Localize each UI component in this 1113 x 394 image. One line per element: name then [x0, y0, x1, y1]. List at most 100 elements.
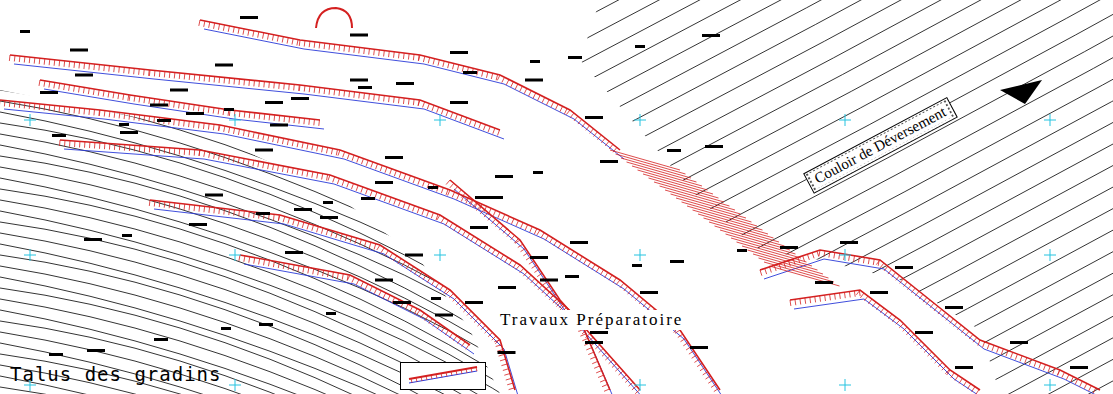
- hatch-tick: [361, 282, 364, 287]
- sample-line: [409, 371, 477, 383]
- hatch-tick: [612, 364, 616, 368]
- hatch-tick: [178, 120, 180, 126]
- hatch-tick: [104, 143, 105, 149]
- hatch-tick: [264, 259, 265, 265]
- hatch-tick: [466, 344, 469, 349]
- contour-line: [8, 0, 1113, 394]
- hatch-tick: [421, 313, 424, 318]
- hatch-tick: [309, 41, 311, 47]
- hatch-tick: [427, 211, 429, 217]
- hatch-tick: [19, 102, 21, 108]
- hatch-tick: [462, 66, 463, 72]
- hatch-tick: [525, 225, 527, 230]
- hatch-tick: [450, 183, 454, 188]
- hatch-tick: [437, 107, 439, 113]
- hatch-tick: [203, 106, 205, 112]
- hatch-tick: [336, 149, 337, 155]
- spot-mark: [240, 16, 258, 19]
- hatch-tick: [413, 206, 415, 212]
- hatch-tick: [43, 81, 45, 87]
- hatch-tick: [448, 190, 450, 195]
- spot-mark: [530, 60, 540, 63]
- hatch-tick: [854, 291, 856, 297]
- hatch-tick: [436, 374, 437, 378]
- hatch-tick: [169, 148, 170, 154]
- hatch-tick: [838, 253, 840, 259]
- hatch-tick: [243, 158, 244, 164]
- hatch-tick: [263, 81, 265, 87]
- hatch-tick: [404, 174, 406, 180]
- hatch-tick: [148, 116, 150, 122]
- hatch-tick: [79, 108, 81, 114]
- hatch-tick: [817, 251, 819, 257]
- hatch-tick: [248, 80, 250, 86]
- contour-line: [133, 0, 1113, 394]
- hatch-tick: [488, 216, 492, 221]
- spot-mark: [590, 331, 608, 334]
- hatch-tick: [534, 229, 536, 234]
- bench-crest: [64, 149, 614, 394]
- hatch-tick: [462, 342, 465, 347]
- hatch-tick: [892, 317, 896, 322]
- hatch-tick: [896, 320, 900, 324]
- hatch-tick: [288, 264, 289, 270]
- hatch-tick: [515, 240, 520, 243]
- hatch-tick: [238, 210, 240, 216]
- hatch-tick: [143, 97, 145, 103]
- hatch-tick: [313, 119, 315, 125]
- contour-line: [17, 0, 1113, 394]
- hatch-tick: [109, 111, 111, 117]
- hatch-tick: [523, 252, 528, 255]
- hatch-tick: [326, 147, 327, 153]
- grid-cross: [30, 249, 31, 261]
- hatch-tick: [312, 144, 313, 150]
- hatch-tick: [446, 111, 448, 117]
- grid-cross: [640, 379, 641, 391]
- hatch-tick: [923, 297, 927, 302]
- hatch-tick: [353, 47, 355, 53]
- hatch-tick: [229, 127, 230, 133]
- hatch-tick: [373, 94, 375, 100]
- contour-line: [88, 0, 1113, 394]
- bench-crest: [204, 29, 624, 159]
- hatch-tick: [839, 293, 841, 299]
- hatch-tick: [431, 280, 434, 285]
- hatch-tick: [149, 200, 151, 206]
- hatch-tick: [469, 200, 473, 205]
- spot-mark: [435, 314, 453, 317]
- hatch-tick: [49, 59, 51, 65]
- hatch-tick: [759, 258, 829, 278]
- hatch-tick: [565, 311, 569, 315]
- hatch-tick: [144, 146, 145, 152]
- hatch-tick: [188, 121, 190, 127]
- hatch-tick: [308, 119, 310, 125]
- hatch-tick: [98, 65, 100, 71]
- hatch-tick: [293, 265, 294, 271]
- spot-mark: [350, 79, 368, 82]
- spot-mark: [670, 260, 684, 263]
- hatch-tick: [63, 84, 65, 90]
- hatch-tick: [714, 388, 719, 391]
- hatch-tick: [114, 144, 115, 150]
- spot-mark: [405, 254, 423, 257]
- hatch-tick: [480, 209, 484, 214]
- hatch-tick: [378, 50, 380, 56]
- hatch-tick: [263, 33, 264, 39]
- hatch-tick: [609, 275, 612, 280]
- hatch-tick: [449, 333, 452, 338]
- hatch-tick: [609, 360, 613, 364]
- hatch-tick: [457, 190, 461, 195]
- hatch-tick: [308, 268, 309, 274]
- contour-line: [0, 255, 700, 394]
- hatch-tick: [509, 388, 515, 390]
- hatch-tick: [586, 348, 592, 350]
- hatch-tick: [159, 71, 161, 77]
- hatch-tick: [253, 212, 255, 218]
- hatch-tick: [259, 259, 260, 265]
- hatch-tick: [124, 145, 125, 151]
- hatch-tick: [596, 267, 599, 272]
- grid-cross: [1050, 249, 1051, 261]
- hatch-tick: [366, 189, 368, 195]
- hatch-tick: [173, 102, 175, 108]
- hatch-tick: [880, 263, 884, 268]
